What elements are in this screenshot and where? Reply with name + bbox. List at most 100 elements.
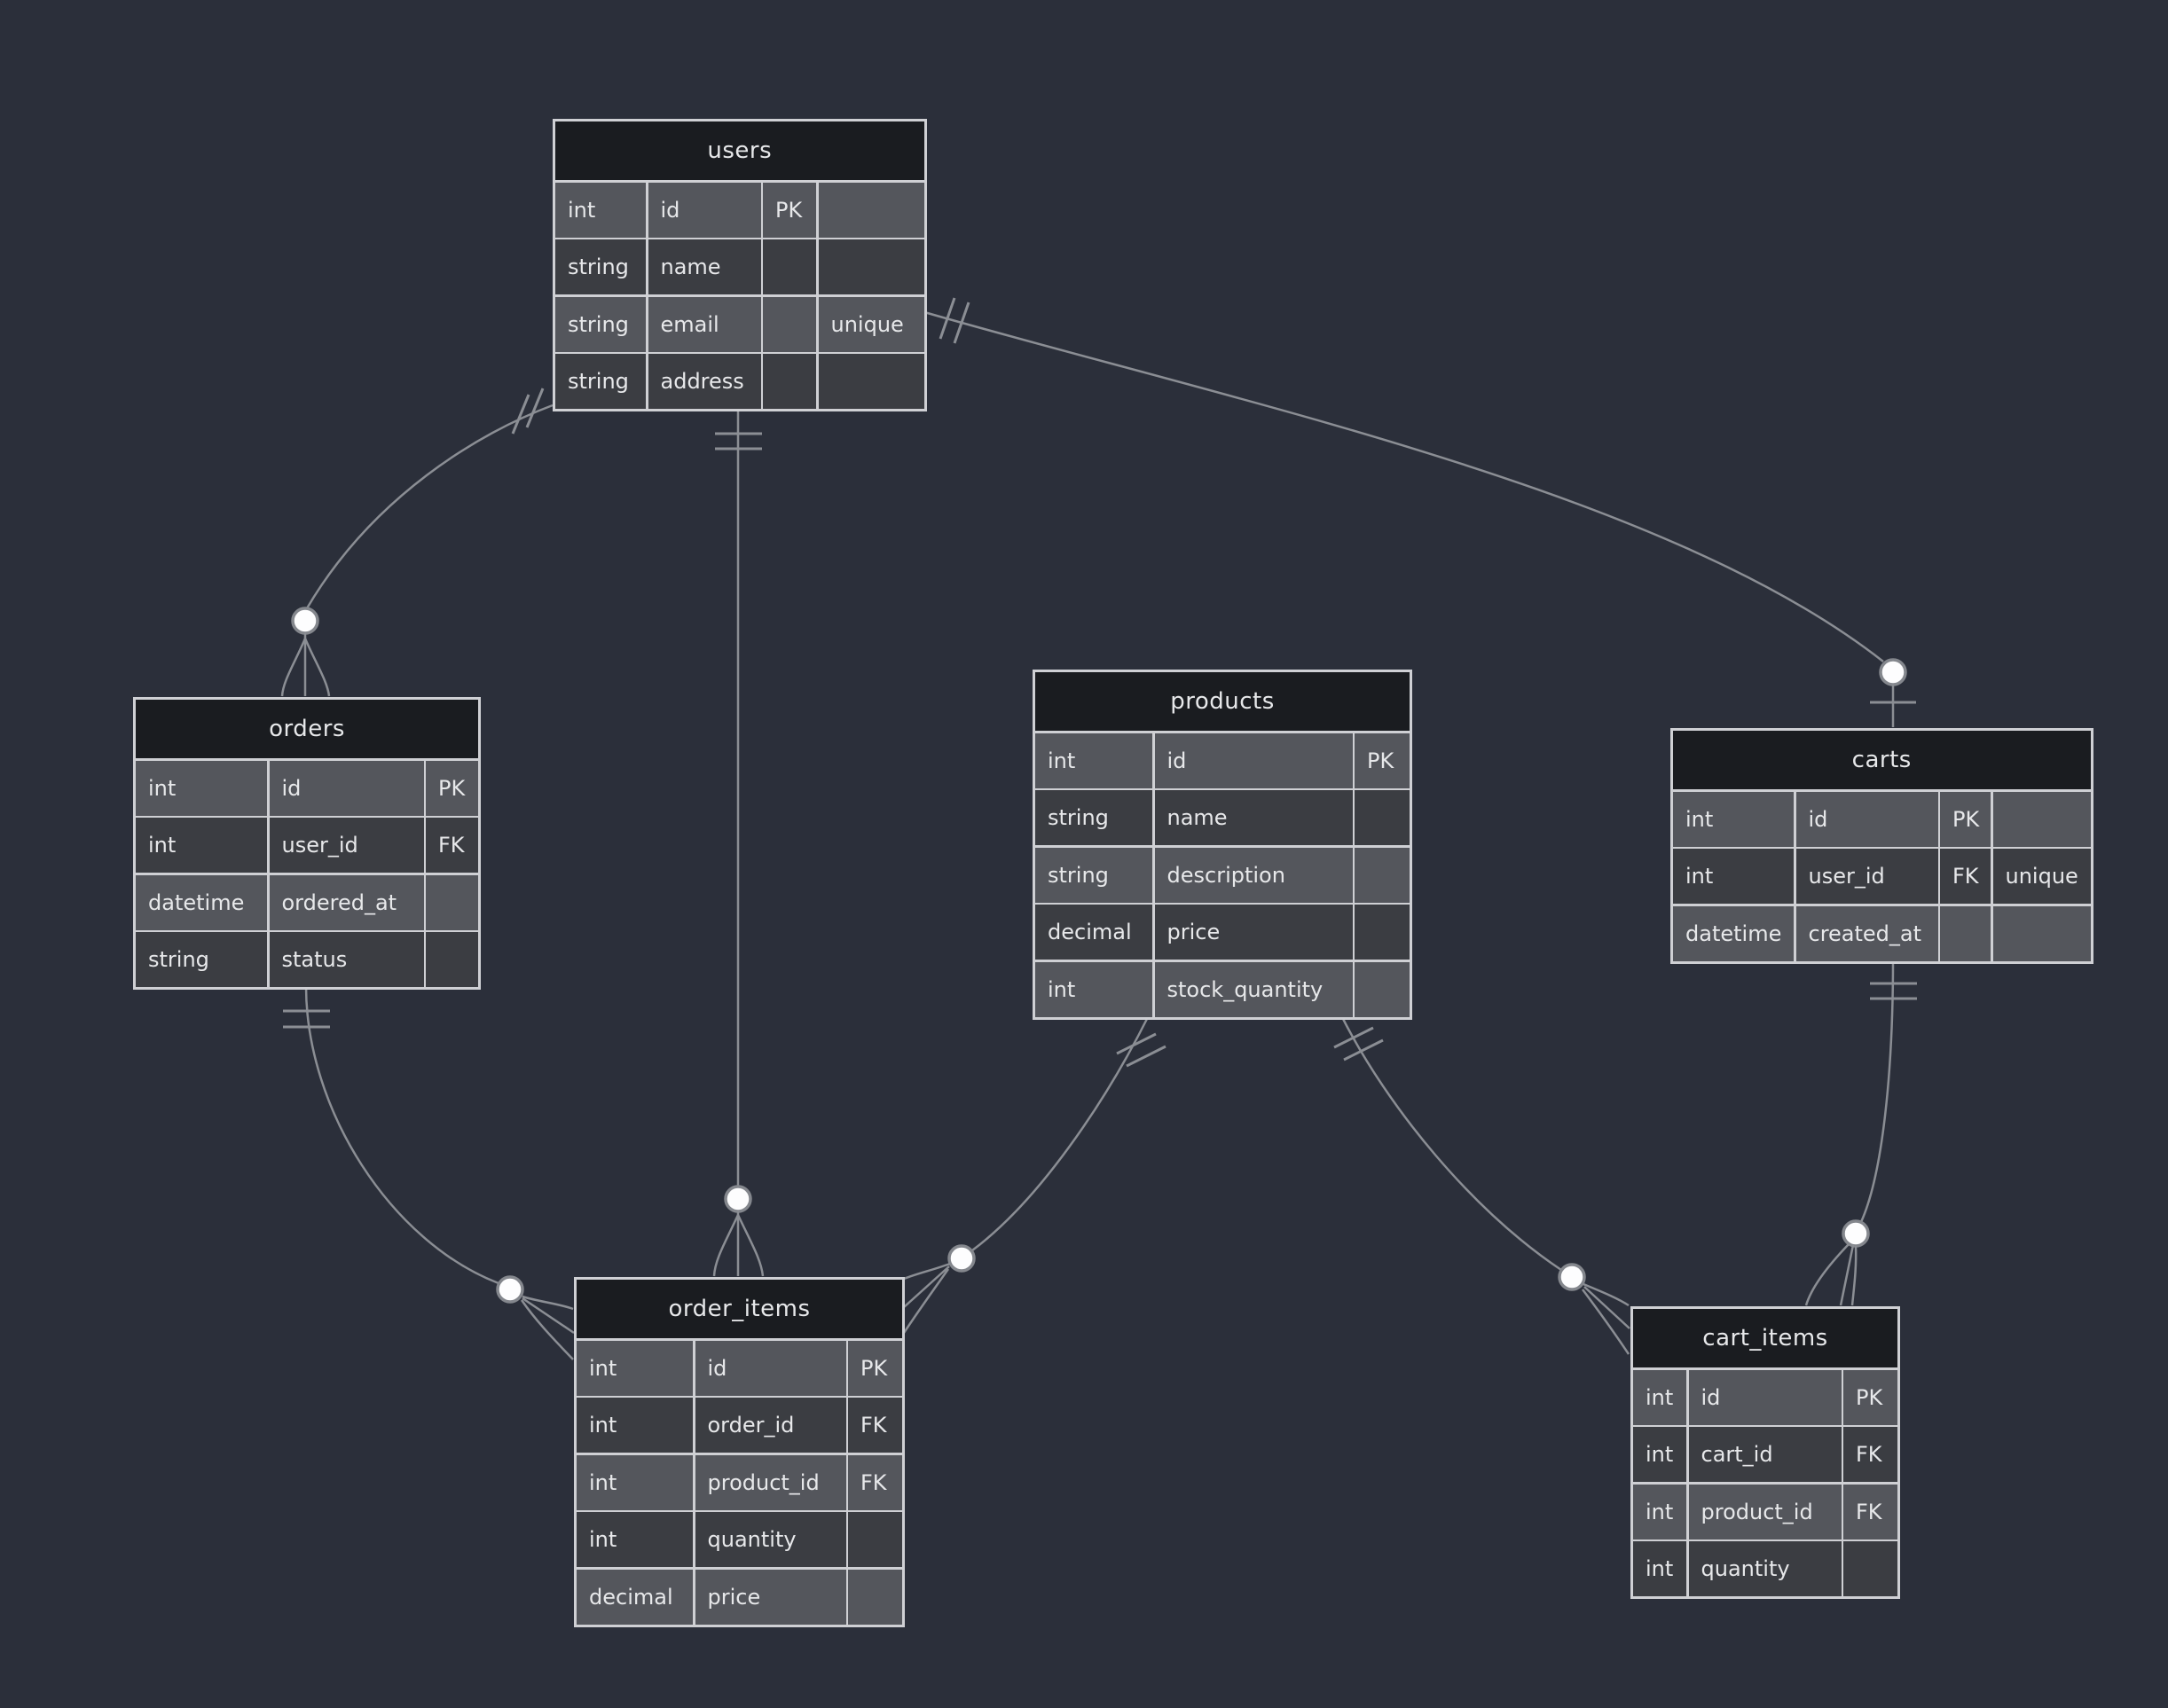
crow-foot (902, 1268, 950, 1334)
attr-key-products-id: PK (1355, 733, 1410, 788)
crow-foot (1583, 1286, 1630, 1329)
crow-foot (1839, 1244, 1855, 1306)
one-tick (953, 302, 970, 344)
attr-comment-users-email: unique (818, 296, 924, 352)
attr-name-orders-id: id (269, 760, 424, 816)
attr-name-cart_items-cart_id: cart_id (1688, 1427, 1842, 1482)
attr-name-cart_items-quantity: quantity (1688, 1541, 1842, 1596)
entity-title-carts: carts (1673, 731, 2091, 789)
attr-type-products-description: string (1035, 847, 1152, 903)
crow-foot (903, 1265, 950, 1308)
attr-type-orders-id: int (136, 760, 267, 816)
crow-foot (1850, 1245, 1858, 1306)
attr-key-carts-user_id: FK (1940, 849, 1991, 904)
entity-title-users: users (555, 121, 924, 180)
entity-title-order_items: order_items (577, 1280, 902, 1338)
attr-key-order_items-product_id: FK (848, 1454, 902, 1510)
crow-foot (903, 1262, 951, 1281)
attr-key-orders-user_id: FK (426, 818, 478, 873)
crow-foot (303, 638, 331, 697)
one-tick (1116, 1032, 1157, 1055)
attr-name-carts-id: id (1795, 791, 1938, 847)
attr-comment-carts-id (1992, 791, 2091, 847)
attr-key-products-description (1355, 847, 1410, 903)
attr-type-orders-status: string (136, 932, 267, 987)
attr-type-products-stock_quantity: int (1035, 961, 1152, 1017)
crow-foot (522, 1295, 574, 1311)
attr-name-users-id: id (648, 182, 761, 238)
one-tick (525, 388, 545, 428)
attr-key-products-stock_quantity (1355, 961, 1410, 1017)
attr-comment-carts-user_id: unique (1992, 849, 2091, 904)
crow-foot (280, 638, 307, 697)
attr-name-orders-ordered_at: ordered_at (269, 874, 424, 930)
entity-title-orders: orders (136, 700, 478, 758)
relationship-users-orders (280, 388, 554, 697)
attr-type-products-id: int (1035, 733, 1152, 788)
attr-key-order_items-quantity (848, 1512, 902, 1567)
entity-title-cart_items: cart_items (1633, 1309, 1897, 1367)
attr-name-orders-user_id: user_id (269, 818, 424, 873)
attr-comment-users-name (818, 239, 924, 294)
crow-foot (1581, 1289, 1630, 1355)
attr-key-users-id: PK (763, 182, 816, 238)
attr-name-order_items-quantity: quantity (695, 1512, 846, 1567)
attr-type-carts-created_at: datetime (1673, 905, 1794, 961)
attr-type-products-name: string (1035, 790, 1152, 845)
one-tick (1333, 1026, 1374, 1049)
attr-key-products-price (1355, 905, 1410, 960)
attr-key-cart_items-product_id: FK (1843, 1484, 1897, 1540)
one-tick (1126, 1045, 1166, 1068)
zero-circle (947, 1244, 976, 1273)
attr-comment-users-address (818, 354, 924, 409)
zero-circle (496, 1275, 524, 1304)
attr-name-products-id: id (1154, 733, 1353, 788)
attr-key-users-address (763, 354, 816, 409)
attr-name-products-stock_quantity: stock_quantity (1154, 961, 1353, 1017)
relationship-orders-order_items (283, 985, 575, 1360)
relationship-carts-cart_items (1804, 960, 1917, 1306)
attr-type-order_items-price: decimal (577, 1569, 693, 1625)
attr-comment-users-id (818, 182, 924, 238)
attr-key-users-email (763, 296, 816, 352)
attr-type-order_items-id: int (577, 1340, 693, 1396)
attr-key-orders-id: PK (426, 760, 478, 816)
attr-type-cart_items-id: int (1633, 1369, 1686, 1425)
attr-name-carts-created_at: created_at (1795, 905, 1938, 961)
attr-name-users-name: name (648, 239, 761, 294)
attr-key-users-name (763, 239, 816, 294)
attr-key-order_items-id: PK (848, 1340, 902, 1396)
attr-name-order_items-id: id (695, 1340, 846, 1396)
attr-name-carts-user_id: user_id (1795, 849, 1938, 904)
attr-type-users-address: string (555, 354, 646, 409)
attr-key-orders-ordered_at (426, 874, 478, 930)
entity-title-products: products (1035, 672, 1410, 731)
attr-type-users-id: int (555, 182, 646, 238)
one-tick (511, 394, 530, 435)
one-tick (1343, 1038, 1384, 1062)
one-tick (939, 297, 956, 340)
attr-name-order_items-product_id: product_id (695, 1454, 846, 1510)
relationship-users-order_items (712, 408, 765, 1277)
attr-type-users-name: string (555, 239, 646, 294)
crow-foot (712, 1214, 740, 1277)
crow-foot (1583, 1282, 1630, 1307)
attr-type-orders-ordered_at: datetime (136, 874, 267, 930)
attr-key-carts-created_at (1940, 905, 1991, 961)
attr-key-cart_items-quantity (1843, 1541, 1897, 1596)
attr-name-products-description: description (1154, 847, 1353, 903)
attr-name-cart_items-product_id: product_id (1688, 1484, 1842, 1540)
relationship-products-order_items (902, 1015, 1166, 1334)
attr-type-order_items-product_id: int (577, 1454, 693, 1510)
attr-type-order_items-order_id: int (577, 1398, 693, 1453)
attr-key-cart_items-cart_id: FK (1843, 1427, 1897, 1482)
attr-comment-carts-created_at (1992, 905, 2091, 961)
